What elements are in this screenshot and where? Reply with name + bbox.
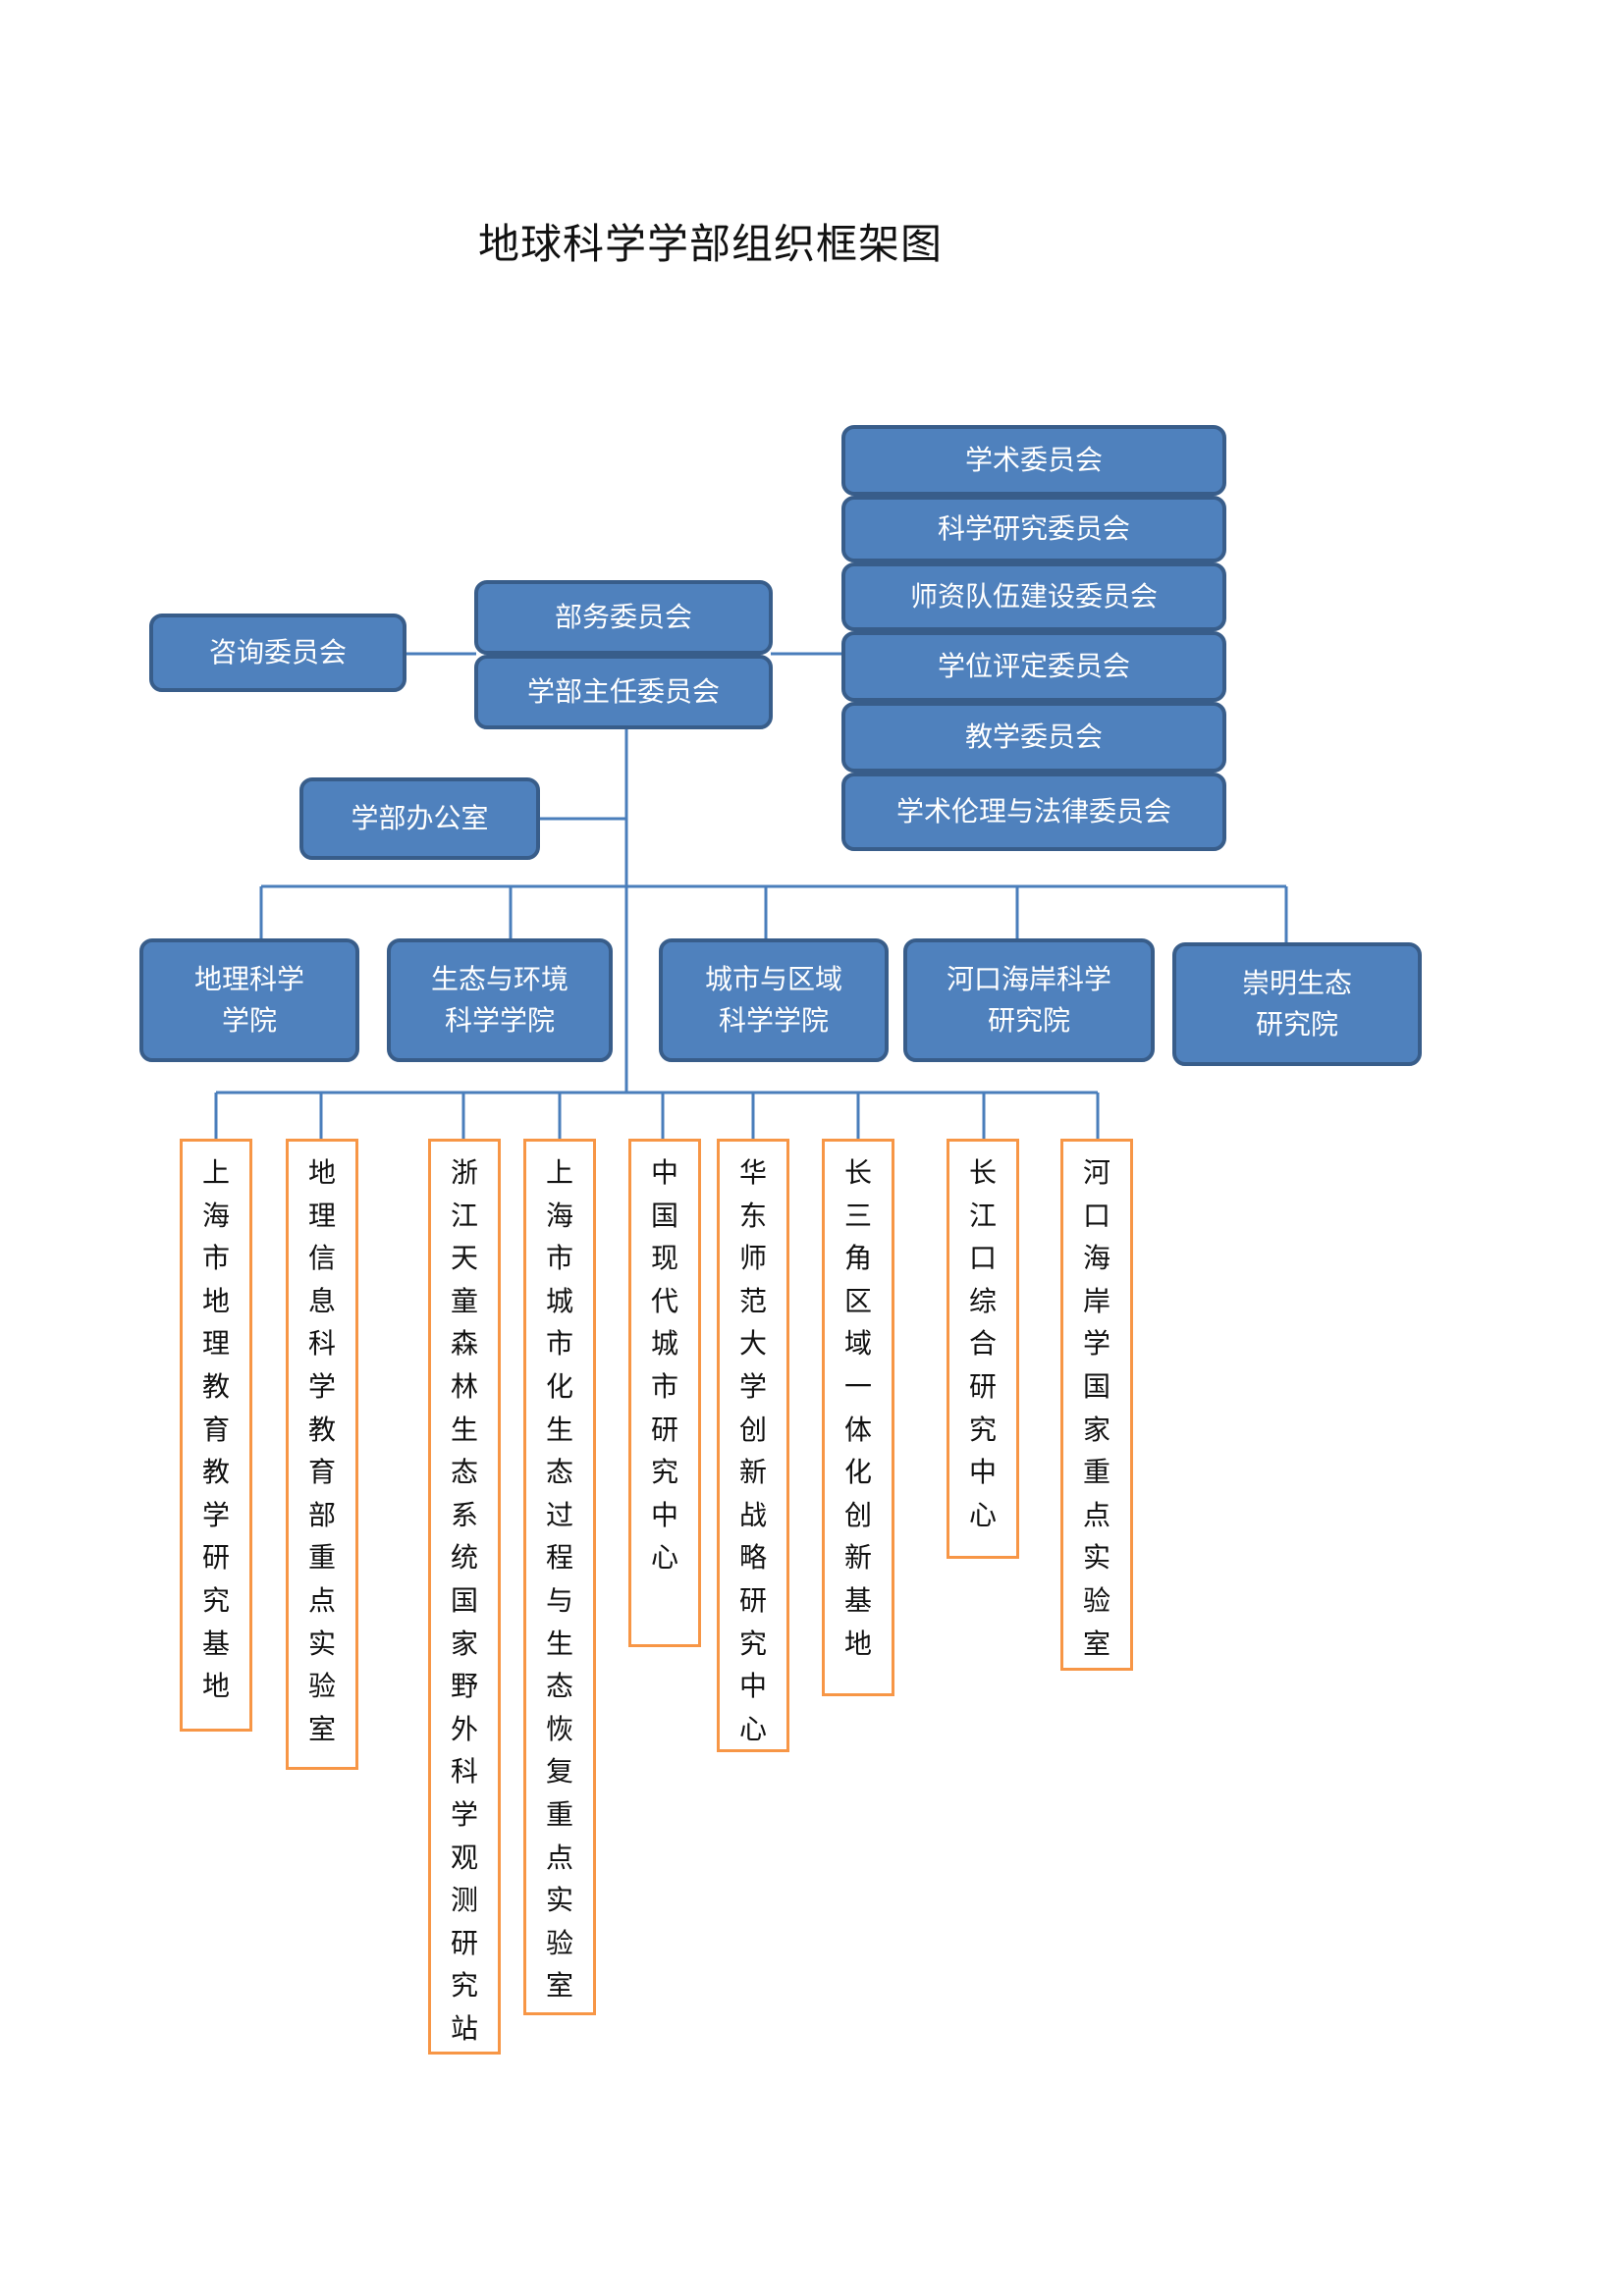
research-unit-label: 河口海岸学国家重点实验室 [1082, 1156, 1110, 1660]
research-unit: 河口海岸学国家重点实验室 [1060, 1139, 1133, 1671]
board-committee-label: 部务委员会 [554, 601, 692, 633]
school-label: 河口海岸科学 研究院 [946, 963, 1111, 1037]
diagram-title: 地球科学学部组织框架图 [478, 220, 944, 268]
institute-chongming-ecology: 崇明生态 研究院 [1172, 942, 1422, 1066]
research-unit: 中国现代城市研究中心 [628, 1139, 701, 1647]
research-unit: 地理信息科学教育部重点实验室 [286, 1139, 358, 1770]
board-committee-box: 部务委员会 [474, 580, 773, 655]
committee-degree: 学位评定委员会 [841, 631, 1226, 702]
research-unit-label: 长三角区域一体化创新基地 [843, 1156, 872, 1660]
advisory-committee-label: 咨询委员会 [208, 636, 347, 668]
committee-label: 学术伦理与法律委员会 [895, 795, 1171, 828]
research-unit: 长三角区域一体化创新基地 [822, 1139, 894, 1696]
advisory-committee-box: 咨询委员会 [149, 614, 406, 692]
research-unit-label: 上海市城市化生态过程与生态恢复重点实验室 [545, 1156, 573, 2002]
committee-label: 科学研究委员会 [937, 512, 1130, 545]
research-unit-label: 长江口综合研究中心 [968, 1156, 997, 1531]
committee-academic: 学术委员会 [841, 425, 1226, 496]
school-geography: 地理科学 学院 [139, 938, 359, 1062]
school-label: 城市与区域 科学学院 [704, 963, 842, 1037]
committee-ethics-law: 学术伦理与法律委员会 [841, 773, 1226, 851]
school-urban-regional: 城市与区域 科学学院 [659, 938, 889, 1062]
research-unit: 上海市地理教育教学研究基地 [180, 1139, 252, 1732]
committee-faculty-development: 师资队伍建设委员会 [841, 562, 1226, 631]
committee-teaching: 教学委员会 [841, 702, 1226, 773]
committee-research: 科学研究委员会 [841, 496, 1226, 562]
research-unit: 华东师范大学创新战略研究中心 [717, 1139, 789, 1752]
faculty-office-label: 学部办公室 [351, 802, 489, 834]
research-unit-label: 上海市地理教育教学研究基地 [201, 1156, 230, 1703]
research-unit-label: 浙江天童森林生态系统国家野外科学观测研究站 [450, 1156, 478, 2045]
directors-committee-box: 学部主任委员会 [474, 655, 773, 729]
committee-label: 师资队伍建设委员会 [909, 580, 1158, 613]
committee-label: 学位评定委员会 [937, 650, 1130, 682]
school-ecology-environment: 生态与环境 科学学院 [387, 938, 613, 1062]
research-unit-label: 华东师范大学创新战略研究中心 [738, 1156, 767, 1745]
faculty-office-box: 学部办公室 [299, 777, 540, 860]
school-label: 地理科学 学院 [193, 963, 304, 1037]
school-label: 崇明生态 研究院 [1241, 967, 1352, 1041]
research-unit-label: 地理信息科学教育部重点实验室 [307, 1156, 336, 1745]
committee-label: 教学委员会 [964, 721, 1103, 753]
directors-committee-label: 学部主任委员会 [526, 675, 720, 708]
research-unit-label: 中国现代城市研究中心 [650, 1156, 678, 1575]
institute-estuarine-coastal: 河口海岸科学 研究院 [903, 938, 1155, 1062]
research-unit: 上海市城市化生态过程与生态恢复重点实验室 [523, 1139, 596, 2015]
school-label: 生态与环境 科学学院 [430, 963, 568, 1037]
research-unit: 长江口综合研究中心 [947, 1139, 1019, 1559]
committee-label: 学术委员会 [964, 444, 1103, 476]
research-unit: 浙江天童森林生态系统国家野外科学观测研究站 [428, 1139, 501, 2055]
